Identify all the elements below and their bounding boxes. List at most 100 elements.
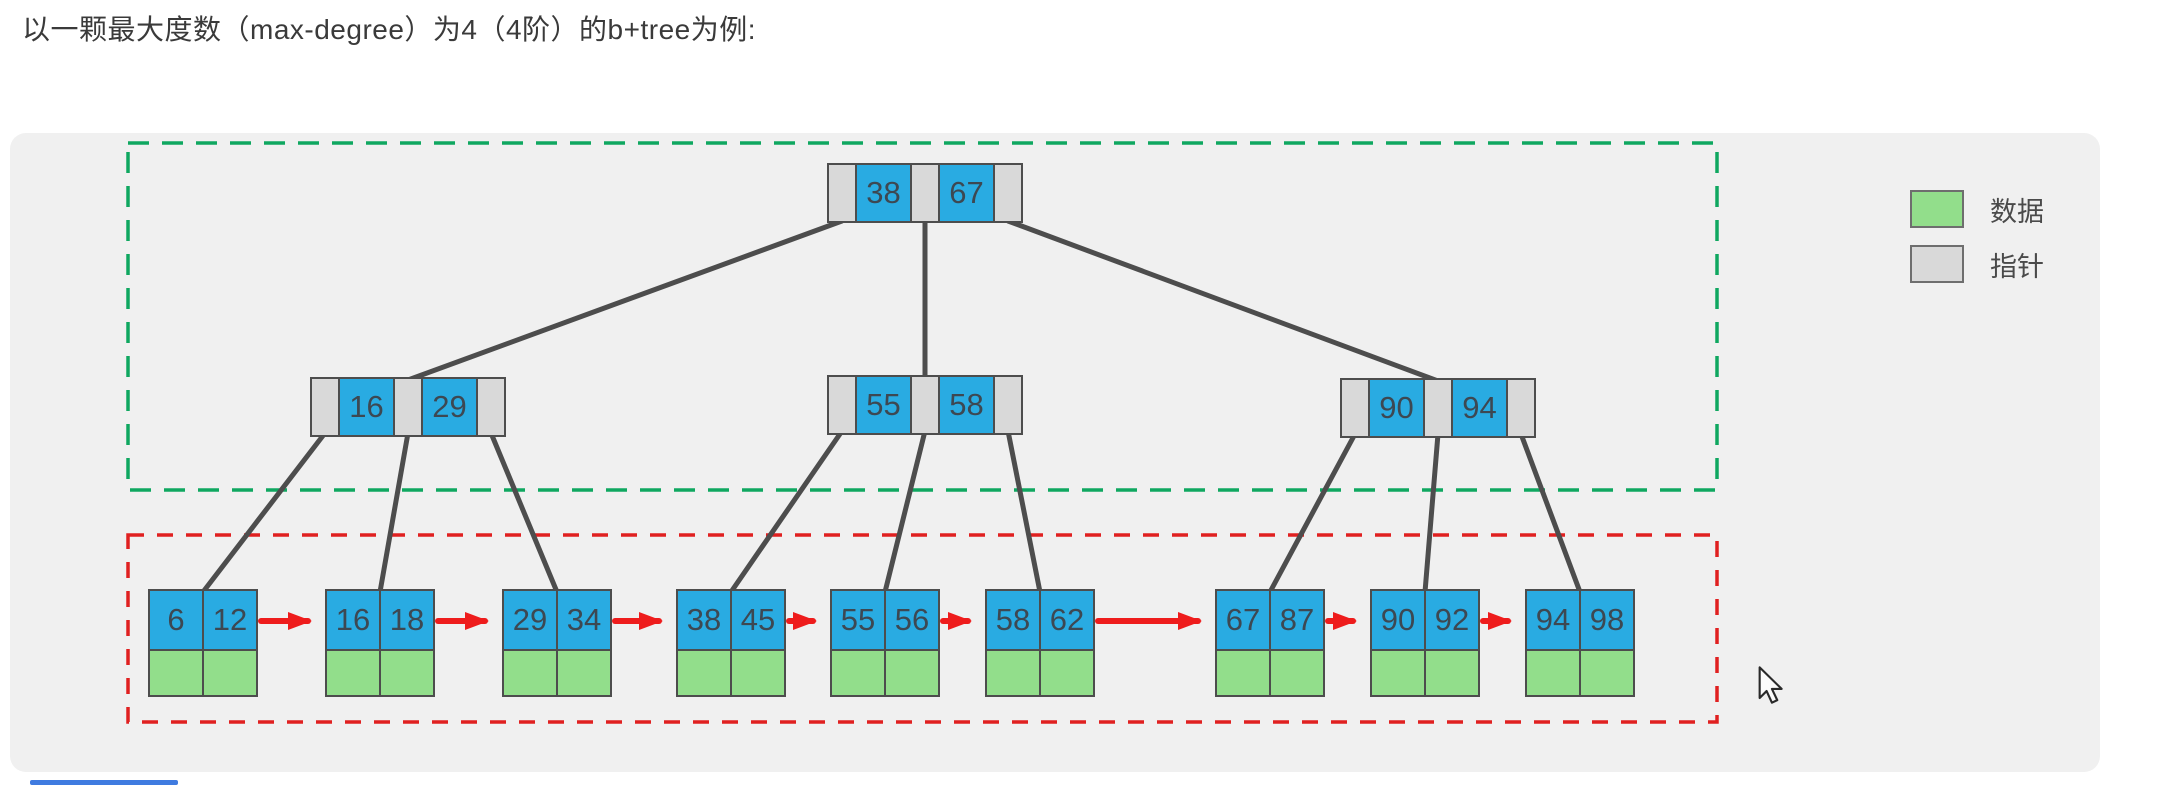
key-cell: 55 xyxy=(830,589,886,651)
edge-line xyxy=(728,428,845,595)
key-cell: 94 xyxy=(1451,378,1508,438)
key-cell: 29 xyxy=(421,377,478,437)
key-cell: 98 xyxy=(1579,589,1635,651)
pointer-cell xyxy=(827,375,857,435)
legend-label-pointer: 指针 xyxy=(1990,251,2044,282)
key-cell: 67 xyxy=(1215,589,1271,651)
tree-node-internal-1: 55 58 xyxy=(827,375,1023,435)
leaf-data-row xyxy=(1370,649,1480,697)
internal-group-outline xyxy=(126,141,1719,492)
data-color-swatch xyxy=(1910,190,1964,228)
mouse-cursor-icon xyxy=(1758,666,1783,704)
data-cell xyxy=(1525,649,1581,697)
key-cell: 55 xyxy=(855,375,912,435)
legend-item-data: 数据 xyxy=(1910,190,2044,228)
key-cell: 58 xyxy=(938,375,995,435)
legend-item-pointer: 指针 xyxy=(1910,245,2044,283)
data-cell xyxy=(1579,649,1635,697)
page-title: 以一颗最大度数（max-degree）为4（4阶）的b+tree为例: xyxy=(22,14,757,45)
data-cell xyxy=(1370,649,1426,697)
pointer-cell xyxy=(310,377,340,437)
key-cell: 29 xyxy=(502,589,558,651)
edge-line xyxy=(882,428,928,595)
leaf-data-row xyxy=(1525,649,1635,697)
edge-line xyxy=(377,430,411,595)
edge-line xyxy=(1005,218,1441,384)
pointer-cell xyxy=(1423,378,1453,438)
data-cell xyxy=(1215,649,1271,697)
data-cell xyxy=(985,649,1041,697)
data-cell xyxy=(1269,649,1325,697)
data-cell xyxy=(502,649,558,697)
leaf-data-row xyxy=(502,649,612,697)
key-cell: 62 xyxy=(1039,589,1095,651)
key-cell: 16 xyxy=(338,377,395,437)
edge-line xyxy=(1267,431,1358,595)
data-cell xyxy=(148,649,204,697)
data-cell xyxy=(676,649,732,697)
leaf-data-row xyxy=(325,649,435,697)
pointer-cell xyxy=(910,163,940,223)
pointer-cell xyxy=(393,377,423,437)
key-cell: 92 xyxy=(1424,589,1480,651)
pointer-cell xyxy=(1506,378,1536,438)
data-cell xyxy=(1039,649,1095,697)
key-cell: 56 xyxy=(884,589,940,651)
pointer-cell xyxy=(993,375,1023,435)
pointer-color-swatch xyxy=(1910,245,1964,283)
data-cell xyxy=(556,649,612,697)
data-cell xyxy=(1424,649,1480,697)
parent-child-edges xyxy=(200,218,1583,595)
pointer-cell xyxy=(993,163,1023,223)
edge-line xyxy=(1005,428,1043,595)
bottom-blue-bar xyxy=(30,780,178,785)
key-cell: 6 xyxy=(148,589,204,651)
key-cell: 16 xyxy=(325,589,381,651)
data-cell xyxy=(830,649,886,697)
data-cell xyxy=(730,649,786,697)
key-cell: 90 xyxy=(1368,378,1425,438)
leaf-data-row xyxy=(148,649,258,697)
key-cell: 18 xyxy=(379,589,435,651)
pointer-cell xyxy=(827,163,857,223)
key-cell: 87 xyxy=(1269,589,1325,651)
leaf-data-row xyxy=(830,649,940,697)
edge-line xyxy=(405,218,845,383)
data-cell xyxy=(325,649,381,697)
key-cell: 38 xyxy=(676,589,732,651)
key-cell: 90 xyxy=(1370,589,1426,651)
edge-line xyxy=(488,430,560,595)
key-cell: 12 xyxy=(202,589,258,651)
data-cell xyxy=(202,649,258,697)
data-cell xyxy=(379,649,435,697)
pointer-cell xyxy=(476,377,506,437)
tree-node-internal-2: 90 94 xyxy=(1340,378,1536,438)
key-cell: 45 xyxy=(730,589,786,651)
key-cell: 67 xyxy=(938,163,995,223)
legend-label-data: 数据 xyxy=(1990,196,2044,227)
edge-line xyxy=(200,430,328,595)
edge-line xyxy=(1422,431,1441,595)
leaf-data-row xyxy=(985,649,1095,697)
leaf-data-row xyxy=(676,649,786,697)
pointer-cell xyxy=(910,375,940,435)
leaf-group-outline xyxy=(126,533,1719,724)
